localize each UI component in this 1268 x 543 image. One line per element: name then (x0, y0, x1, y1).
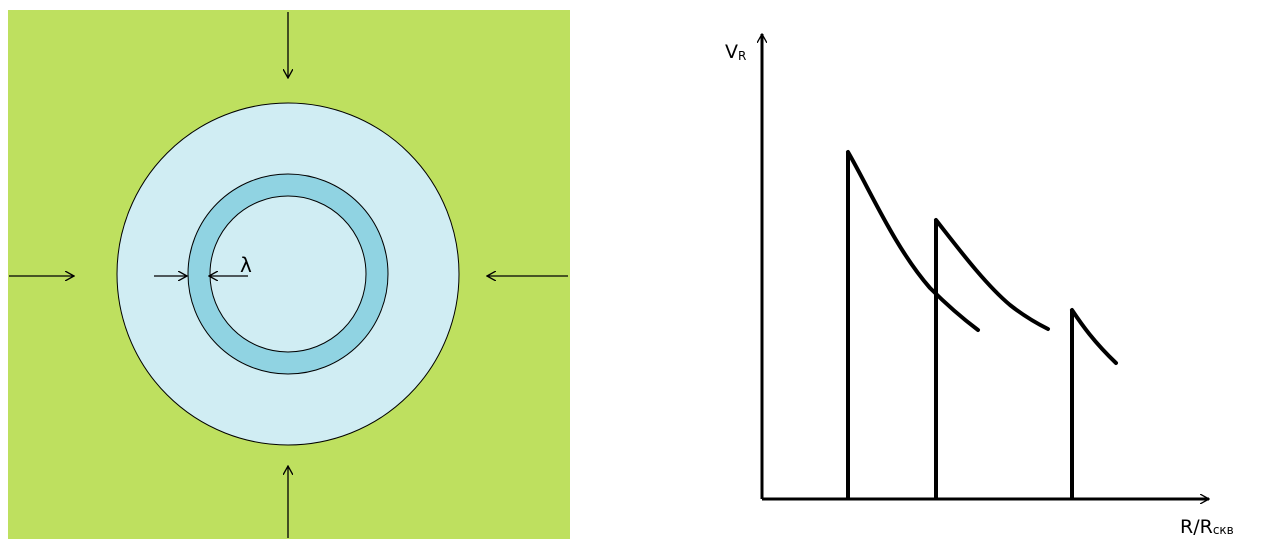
decay-curve-2 (934, 218, 1050, 331)
x-axis-label-main: R/R (1180, 516, 1213, 538)
inner-zone-circle (209, 195, 367, 353)
x-axis-label-sub: скв (1213, 523, 1234, 537)
decay-curve-3 (1070, 308, 1118, 365)
y-axis-label-sub: R (738, 49, 746, 63)
velocity-graph: VR R/Rскв (725, 34, 1234, 538)
y-axis-label: VR (725, 41, 746, 63)
lambda-label: λ (240, 253, 252, 277)
decay-curve-1 (846, 150, 980, 332)
y-axis-label-main: V (725, 41, 738, 63)
x-axis-label: R/Rскв (1180, 516, 1234, 538)
cross-section-diagram: λ (8, 10, 570, 539)
